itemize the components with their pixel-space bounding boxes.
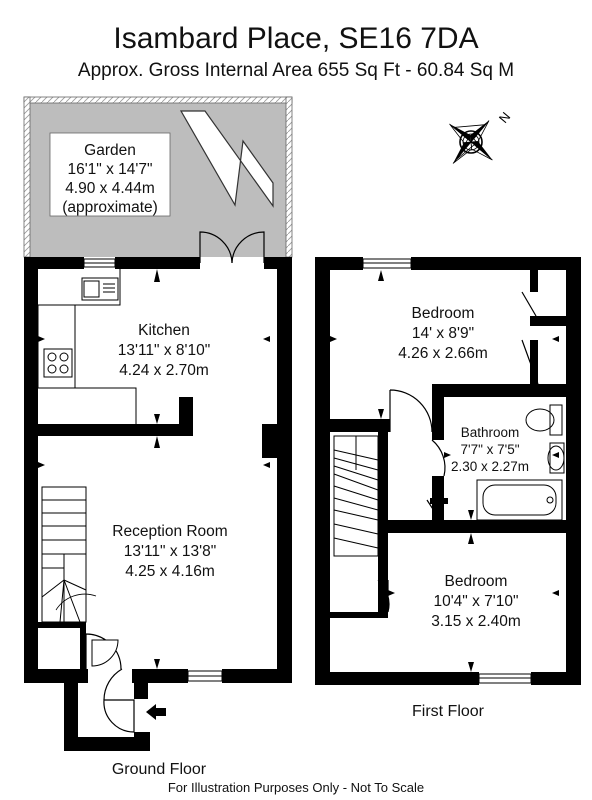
first-windows xyxy=(362,258,532,684)
garden-doors xyxy=(199,231,265,264)
reception-name: Reception Room xyxy=(112,523,227,540)
first-dimension-ticks xyxy=(330,270,559,672)
kitchen-name: Kitchen xyxy=(138,322,190,339)
bedroom2-name: Bedroom xyxy=(445,573,508,590)
ground-stairs xyxy=(41,486,97,623)
bedroom1-dim-metric: 4.26 x 2.66m xyxy=(398,345,488,362)
reception-dim-metric: 4.25 x 4.16m xyxy=(125,563,215,580)
basin xyxy=(547,442,565,474)
garden-name: Garden xyxy=(84,142,136,159)
garden-area xyxy=(23,96,293,258)
reception-dim-imperial: 13'11" x 13'8" xyxy=(124,543,216,560)
area-subtitle: Approx. Gross Internal Area 655 Sq Ft - … xyxy=(77,60,515,81)
garden-label-box xyxy=(49,132,171,217)
compass-north-label: N xyxy=(496,109,514,126)
ground-dimension-ticks xyxy=(38,269,270,669)
bedroom1-name: Bedroom xyxy=(412,305,475,322)
garden-note: (approximate) xyxy=(62,199,158,216)
ground-floor-walls xyxy=(24,257,292,751)
ground-floor-label: Ground Floor xyxy=(112,761,207,778)
ground-doors xyxy=(85,633,135,733)
first-stairs xyxy=(333,435,379,557)
bathroom-dim-metric: 2.30 x 2.27m xyxy=(451,459,529,474)
first-doors xyxy=(377,291,539,613)
kitchen-worktop xyxy=(37,269,137,424)
entrance-arrow-icon xyxy=(146,704,166,720)
bathroom-dim-imperial: 7'7" x 7'5" xyxy=(460,442,519,457)
kitchen-dim-metric: 4.24 x 2.70m xyxy=(119,362,209,379)
bedroom2-dim-metric: 3.15 x 2.40m xyxy=(431,613,521,630)
first-floor-walls xyxy=(315,257,581,685)
break-symbol xyxy=(179,110,274,208)
page-title: Isambard Place, SE16 7DA xyxy=(113,22,479,55)
sink xyxy=(81,277,119,301)
bedroom1-dim-imperial: 14' x 8'9" xyxy=(412,325,474,342)
first-floor-label: First Floor xyxy=(412,703,485,720)
kitchen-dim-imperial: 13'11" x 8'10" xyxy=(118,342,210,359)
bedroom2-dim-imperial: 10'4" x 7'10" xyxy=(433,593,518,610)
ground-windows xyxy=(83,258,223,682)
bathtub xyxy=(476,479,563,521)
bathroom-name: Bathroom xyxy=(461,425,520,440)
disclaimer: For Illustration Purposes Only - Not To … xyxy=(167,780,425,795)
hob xyxy=(43,348,73,378)
garden-dim-imperial: 16'1" x 14'7" xyxy=(67,161,152,178)
toilet xyxy=(525,404,563,436)
garden-dim-metric: 4.90 x 4.44m xyxy=(65,180,155,197)
compass-rose-icon xyxy=(449,120,493,164)
